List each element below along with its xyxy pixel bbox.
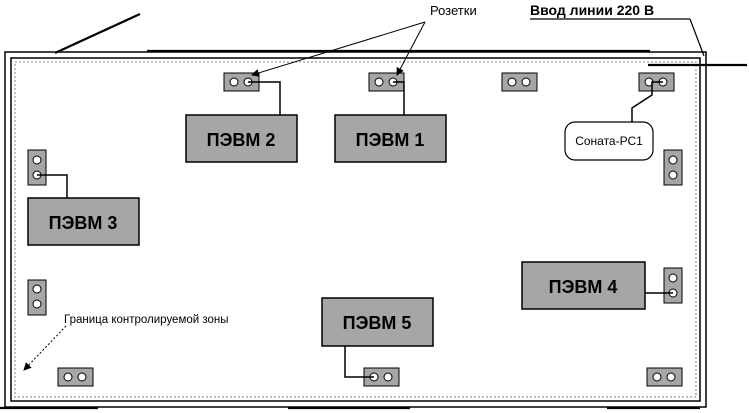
wall-break-lines (0, 13, 700, 410)
pc1-label: ПЭВМ 1 (356, 130, 425, 150)
socket-right-2 (663, 267, 683, 304)
socket-bottom-3 (646, 367, 683, 387)
sockets (27, 72, 683, 387)
wire-sonata (631, 81, 663, 122)
zone-boundary-label: Граница контролируемой зоны (64, 314, 229, 326)
wire-pc5 (344, 346, 374, 378)
connection-wires (37, 81, 673, 378)
power-input-line (530, 18, 747, 67)
socket-left-2 (27, 279, 47, 316)
pc2-label: ПЭВМ 2 (207, 130, 276, 150)
sonata-label: Соната-РС1 (575, 134, 643, 148)
pc4-box (521, 261, 646, 310)
socket-top-3 (501, 72, 538, 92)
socket-bottom-1 (57, 367, 94, 387)
power-input-label: Ввод линии 220 В (530, 2, 654, 18)
wire-pc3 (37, 174, 68, 198)
pc1-box (334, 114, 447, 163)
controlled-zone-boundary (14, 61, 697, 398)
text-labels: ПЭВМ 2 ПЭВМ 1 ПЭВМ 3 ПЭВМ 4 ПЭВМ 5 Сонат… (49, 2, 654, 333)
zone-label-arrow (23, 325, 67, 371)
pc4-label: ПЭВМ 4 (549, 277, 618, 297)
arrow-to-socket-2 (396, 21, 426, 76)
pc3-label: ПЭВМ 3 (49, 213, 118, 233)
inner-wall (10, 57, 701, 402)
power-leader (689, 18, 705, 57)
sockets-label: Розетки (430, 3, 477, 18)
socket-left-1 (27, 149, 47, 186)
wire-pc1 (393, 81, 405, 115)
pc-boxes (27, 114, 646, 347)
door-line (54, 13, 141, 54)
sonata-device (564, 121, 654, 161)
pc2-box (185, 114, 298, 163)
socket-label-arrows (251, 21, 426, 77)
pc3-box (27, 197, 140, 246)
pc5-box (321, 297, 434, 347)
socket-right-1 (663, 149, 683, 186)
pc5-label: ПЭВМ 5 (343, 313, 412, 333)
arrow-to-socket-1 (251, 21, 426, 77)
wire-pc2 (248, 81, 281, 115)
